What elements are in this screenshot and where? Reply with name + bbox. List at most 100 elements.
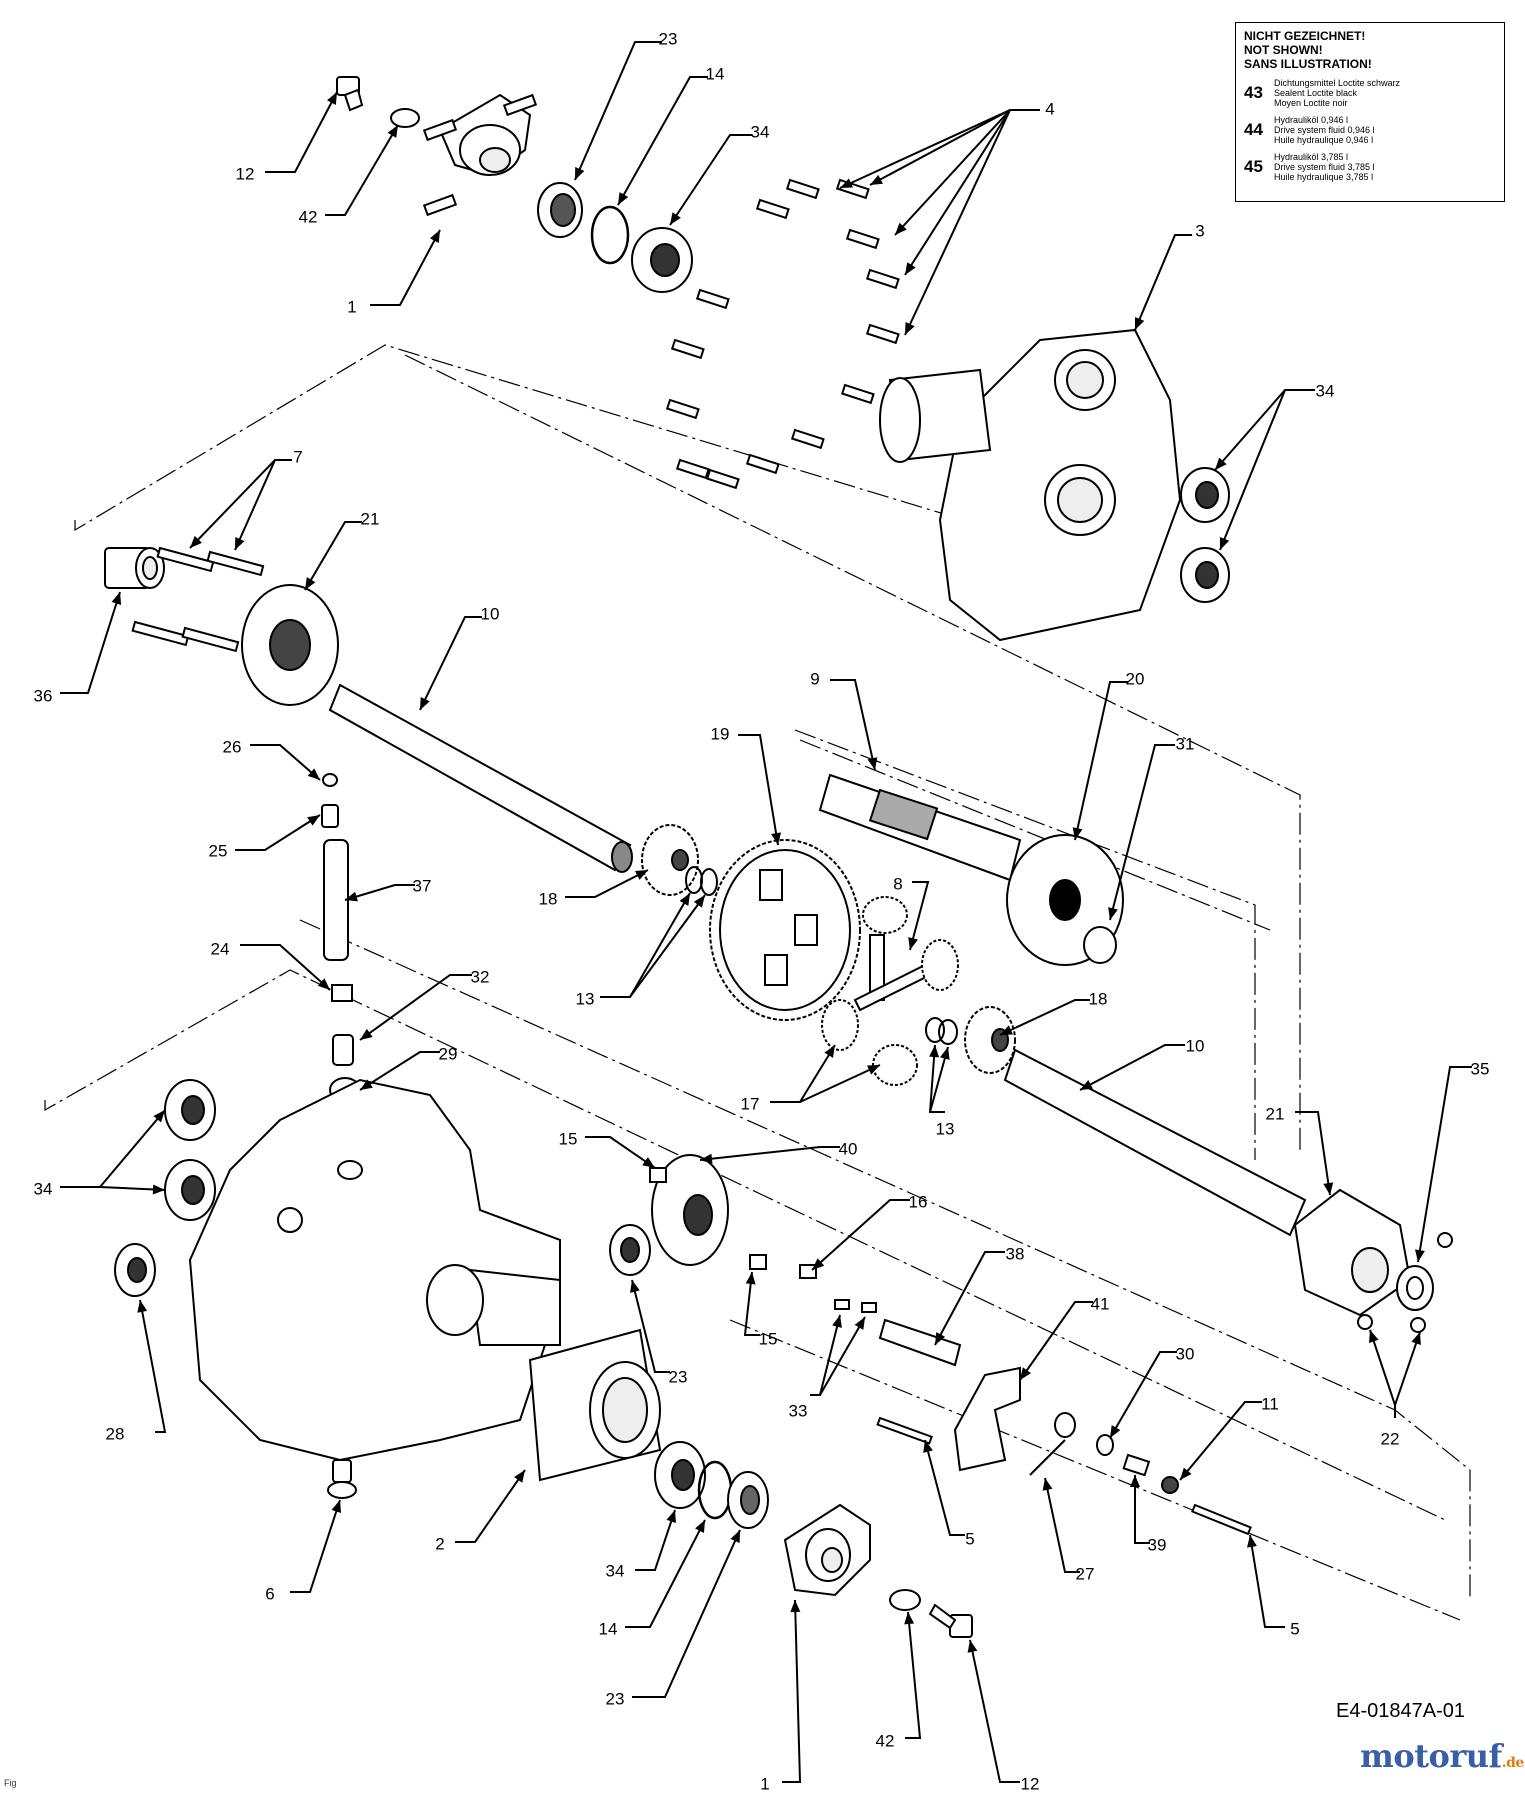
callout-label-21: 21 <box>361 509 380 528</box>
callout-label-34: 34 <box>1316 381 1335 400</box>
callout-leader-line <box>565 869 649 898</box>
callout-label-31: 31 <box>1176 734 1195 753</box>
callout-label-14: 14 <box>599 1619 618 1638</box>
callout-arrowhead <box>666 1510 676 1523</box>
callout-label-16: 16 <box>909 1192 928 1211</box>
bearings-34-left <box>164 1079 216 1221</box>
callout-leader-line <box>904 109 1011 336</box>
callout-label-34: 34 <box>34 1179 53 1198</box>
bearings-34-right <box>1180 467 1230 603</box>
callout-arrowhead <box>305 577 316 590</box>
callout-leader-line <box>969 1639 1020 1783</box>
callout-label-2: 2 <box>435 1534 444 1553</box>
callout-label-32: 32 <box>471 967 490 986</box>
callout-arrowhead <box>904 1612 915 1625</box>
legend-item-en: Drive system fluid 3,785 l <box>1274 162 1375 172</box>
callout-arrowhead <box>190 535 202 548</box>
callout-arrowhead <box>870 174 883 185</box>
callout-arrowhead <box>695 1520 705 1533</box>
callout-arrowhead <box>967 1640 978 1653</box>
seal-28 <box>114 1243 156 1297</box>
callout-arrowhead <box>1215 457 1227 470</box>
callout-label-7: 7 <box>293 447 302 466</box>
legend-item-number: 44 <box>1244 120 1263 139</box>
callout-label-12: 12 <box>236 164 255 183</box>
callout-arrowhead <box>1323 1182 1334 1195</box>
callout-leader-line <box>1417 1066 1472 1263</box>
callout-label-1: 1 <box>760 1774 769 1793</box>
callout-leader-line <box>60 591 121 694</box>
washer-35-nuts-22 <box>1357 1232 1453 1333</box>
callout-leader-line <box>699 1146 840 1161</box>
callout-leader-line <box>240 944 331 991</box>
callout-label-34: 34 <box>751 122 770 141</box>
callout-leader-line <box>631 1279 670 1373</box>
callout-arrowhead <box>345 891 358 902</box>
bearing-34-bottom <box>654 1441 706 1509</box>
washer-42-bottom <box>889 1589 921 1611</box>
callout-leader-line <box>632 1529 741 1698</box>
callout-label-29: 29 <box>439 1044 458 1063</box>
callout-leader-line <box>1249 1534 1285 1628</box>
legend-item-en: Sealent Loctite black <box>1274 88 1358 98</box>
callout-leader-line <box>770 1044 836 1103</box>
callout-arrowhead <box>514 1470 525 1483</box>
callout-leader-line <box>1134 1475 1150 1544</box>
callout-leader-line <box>819 1316 866 1396</box>
axle-housing-21-left <box>241 584 339 706</box>
callout-label-40: 40 <box>839 1139 858 1158</box>
callout-arrowhead <box>812 1258 825 1270</box>
callout-leader-line <box>869 109 1040 186</box>
callout-arrowhead <box>771 832 781 845</box>
callout-arrowhead <box>317 978 330 990</box>
callout-arrowhead <box>137 1300 148 1313</box>
callout-leader-line <box>1019 1301 1093 1381</box>
callout-leader-line <box>635 1509 676 1571</box>
callout-arrowhead <box>935 1332 946 1345</box>
thrust-washer-23-mid <box>609 1224 651 1276</box>
callout-arrowhead <box>1180 1467 1192 1480</box>
callout-arrowhead <box>360 1079 373 1090</box>
callout-leader-line <box>894 109 1011 236</box>
callout-leader-line <box>250 744 321 781</box>
callout-label-25: 25 <box>209 841 228 860</box>
callout-arrowhead <box>832 1315 842 1328</box>
spring-27 <box>1029 1412 1076 1476</box>
case-cover-3 <box>879 328 1182 642</box>
callout-leader-line <box>359 1051 440 1091</box>
callout-leader-line <box>934 1251 1005 1346</box>
drain-plug-6 <box>327 1459 357 1499</box>
callout-label-17: 17 <box>741 1094 760 1113</box>
callout-label-38: 38 <box>1006 1244 1025 1263</box>
callout-arrowhead <box>1080 1079 1093 1090</box>
callout-arrowhead <box>790 1600 801 1613</box>
callout-leader-line <box>139 1299 167 1433</box>
bevel-gear-18-left <box>641 824 699 896</box>
transaxle-housing-2 <box>188 1078 662 1482</box>
callout-arrowhead <box>642 1157 655 1168</box>
brand-logo[interactable]: motoruf.de <box>1360 1737 1524 1775</box>
cross-shaft-8 <box>821 896 959 1086</box>
callout-arrowhead <box>1130 1475 1140 1487</box>
callout-arrowhead <box>360 1028 373 1040</box>
callout-leader-line <box>839 109 1011 189</box>
callout-arrowhead <box>429 230 440 243</box>
ring-gear-19 <box>709 839 861 1021</box>
callout-leader-line <box>455 1469 526 1543</box>
callout-arrowhead <box>618 192 629 205</box>
callout-label-22: 22 <box>1381 1429 1400 1448</box>
callout-leader-line <box>1109 1351 1177 1439</box>
callout-leader-line <box>617 76 708 206</box>
callout-arrowhead <box>1219 537 1230 550</box>
nut-11 <box>1161 1476 1179 1494</box>
wheel-hub-top <box>422 93 538 217</box>
axle-housing-21-right <box>1293 1188 1412 1317</box>
callout-arrowhead <box>1411 1332 1421 1345</box>
callout-arrowhead <box>326 92 337 105</box>
callout-label-23: 23 <box>669 1367 688 1386</box>
callout-arrowhead <box>331 1500 342 1513</box>
callout-label-3: 3 <box>1195 221 1204 240</box>
callout-label-5: 5 <box>965 1529 974 1548</box>
